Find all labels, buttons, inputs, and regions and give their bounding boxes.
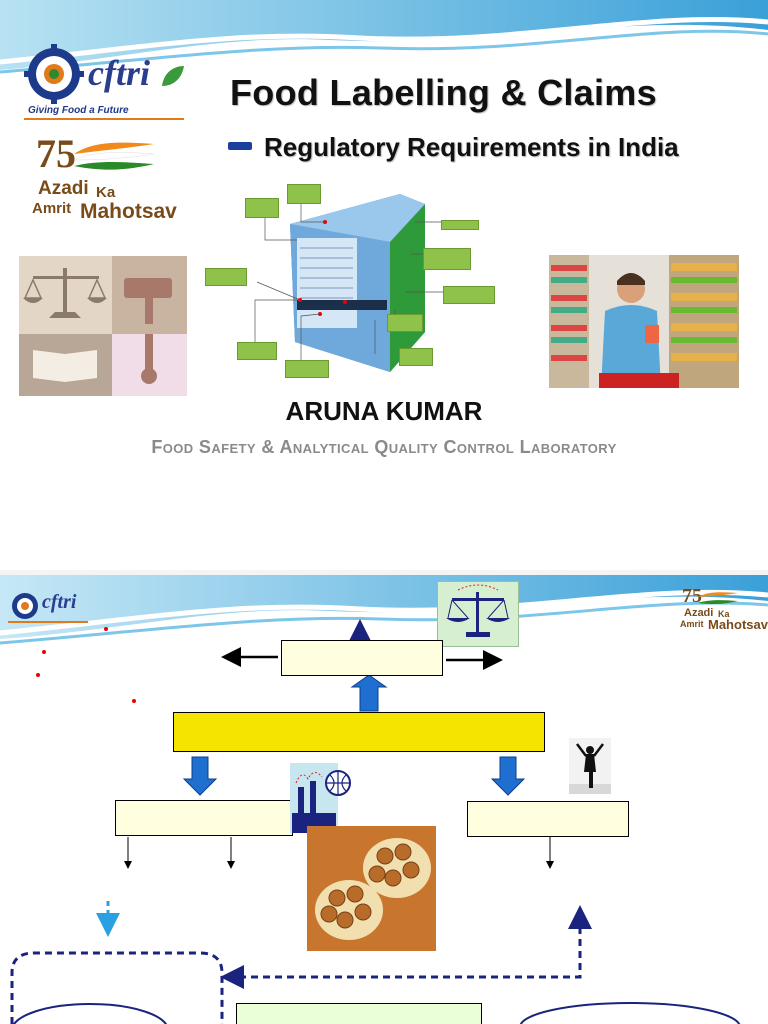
cookie-plate-icon bbox=[315, 838, 431, 940]
diagram-label bbox=[423, 248, 471, 270]
diagram-label bbox=[443, 286, 495, 304]
bottom-box bbox=[236, 1003, 482, 1024]
law-icons-grid bbox=[19, 256, 187, 396]
page-subtitle: Regulatory Requirements in India bbox=[264, 132, 679, 162]
slide-separator bbox=[0, 570, 768, 575]
cftri-gear-icon bbox=[24, 44, 84, 104]
justice-scales-image bbox=[437, 581, 519, 647]
person-image bbox=[569, 738, 611, 794]
tagline-underline bbox=[24, 118, 184, 120]
page-title: Food Labelling & Claims bbox=[230, 72, 657, 113]
red-dot bbox=[104, 627, 108, 631]
azadi-number: 75 bbox=[682, 585, 702, 607]
diagram-label bbox=[285, 360, 329, 378]
scales-icon bbox=[23, 268, 107, 318]
factory-globe-icon bbox=[290, 763, 351, 833]
book-icon bbox=[33, 350, 97, 382]
header-wave bbox=[0, 0, 768, 74]
ka-word: Ka bbox=[96, 184, 116, 201]
azadi-number: 75 bbox=[36, 131, 76, 176]
mahotsav-word: Mahotsav bbox=[708, 617, 768, 632]
author-name: ARUNA KUMAR bbox=[285, 396, 483, 426]
amrit-word: Amrit bbox=[32, 200, 72, 217]
framework-slide: cftri 75 Azadi Ka Amrit Mahotsav bbox=[0, 575, 768, 1024]
flag-swoosh-icon bbox=[698, 592, 738, 605]
industry-image bbox=[288, 761, 352, 835]
diagram-label bbox=[287, 184, 321, 204]
gavel-icon bbox=[124, 278, 172, 324]
diagram-label bbox=[387, 314, 423, 332]
leaf-icon bbox=[162, 66, 184, 86]
cookies-image bbox=[307, 826, 436, 951]
cftri-logo-text: cftri bbox=[42, 591, 77, 613]
flag-swoosh-icon bbox=[74, 142, 154, 170]
azadi-logo: 75 Azadi Ka Amrit Mahotsav bbox=[32, 130, 177, 230]
diagram-label bbox=[245, 198, 279, 218]
red-dot bbox=[42, 650, 46, 654]
shopper-photo bbox=[549, 255, 739, 388]
title-slide: cftri Giving Food a Future 75 Azadi Ka A… bbox=[0, 0, 768, 457]
tagline-underline bbox=[8, 621, 88, 623]
book-tile bbox=[19, 334, 112, 396]
person-silhouette-icon bbox=[569, 743, 611, 794]
diagram-label bbox=[205, 268, 247, 286]
red-dot bbox=[132, 699, 136, 703]
subtitle-dash bbox=[228, 142, 252, 150]
cftri-tagline: Giving Food a Future bbox=[28, 105, 129, 116]
diagram-label bbox=[399, 348, 433, 366]
azadi-word: Azadi bbox=[38, 178, 89, 199]
label-diagram bbox=[205, 182, 505, 378]
yellow-box bbox=[173, 712, 545, 752]
amrit-word: Amrit bbox=[680, 619, 704, 629]
header-wave bbox=[0, 575, 768, 645]
top-box bbox=[281, 640, 443, 676]
ka-word: Ka bbox=[718, 609, 730, 619]
left-box bbox=[115, 800, 293, 836]
flow-diagram bbox=[10, 619, 741, 1024]
scales-tile bbox=[19, 256, 112, 334]
cftri-gear-icon bbox=[12, 593, 38, 619]
diagram-label bbox=[441, 220, 479, 230]
azadi-logo: 75 Azadi Ka Amrit Mahotsav bbox=[680, 585, 768, 645]
cftri-logo-text: cftri bbox=[88, 53, 150, 93]
right-box bbox=[467, 801, 629, 837]
red-dot bbox=[36, 673, 40, 677]
azadi-word: Azadi bbox=[684, 607, 714, 619]
mahotsav-word: Mahotsav bbox=[80, 200, 177, 223]
gavel-handle-icon bbox=[141, 334, 157, 384]
gavel-tile bbox=[112, 256, 187, 334]
lab-name: Food Safety & Analytical Quality Control… bbox=[151, 437, 617, 457]
diagram-label bbox=[237, 342, 277, 360]
scales-icon bbox=[446, 584, 510, 637]
gavel-handle-tile bbox=[112, 334, 187, 396]
supermarket-shopper-image bbox=[549, 255, 739, 388]
